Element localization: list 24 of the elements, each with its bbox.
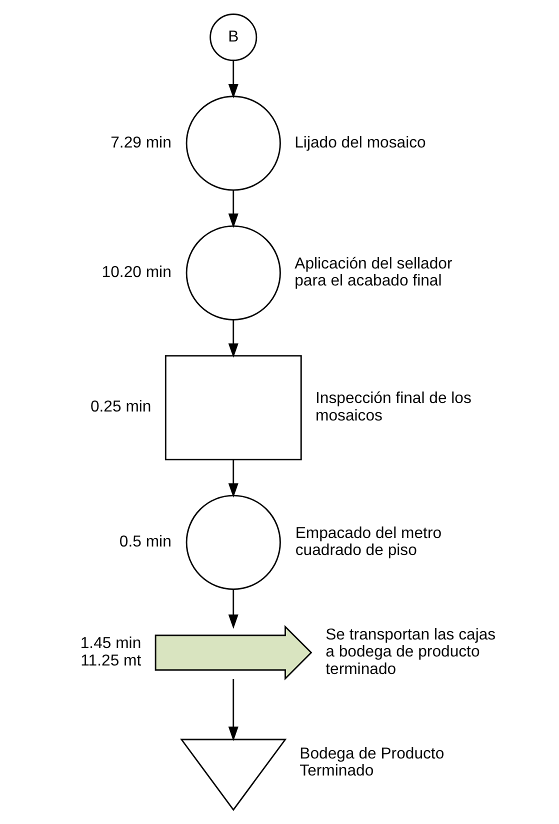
node-triangle [180,738,287,811]
node-circle [186,494,281,590]
node-label: 10.20 min [102,264,172,281]
node-label: Empacado del metro cuadrado de piso [295,524,442,560]
node-arrow [154,625,312,680]
arrow [228,190,238,228]
node-circle [186,96,281,191]
node-circle: B [210,14,258,62]
node-label: Bodega de Producto Terminado [300,745,444,780]
node-label: Inspección final de los mosaicos [316,390,472,424]
node-circle [186,225,281,320]
node-box [164,355,302,460]
arrow [228,589,238,629]
arrow [228,60,238,98]
arrow [228,320,238,358]
arrow [228,460,238,498]
node-label: Aplicación del sellador para el acabado final [294,255,452,290]
node-label: 0.25 min [90,398,152,416]
node-label: 1.45 min 11.25 mt [80,635,142,670]
node-label: 7.29 min [110,134,172,152]
node-label: Se transportan las cajas a bodega de producto terminado [326,626,496,678]
node-label: 0.5 min [119,533,172,550]
arrow [228,679,238,742]
node-label: Lijado del mosaico [294,134,426,152]
